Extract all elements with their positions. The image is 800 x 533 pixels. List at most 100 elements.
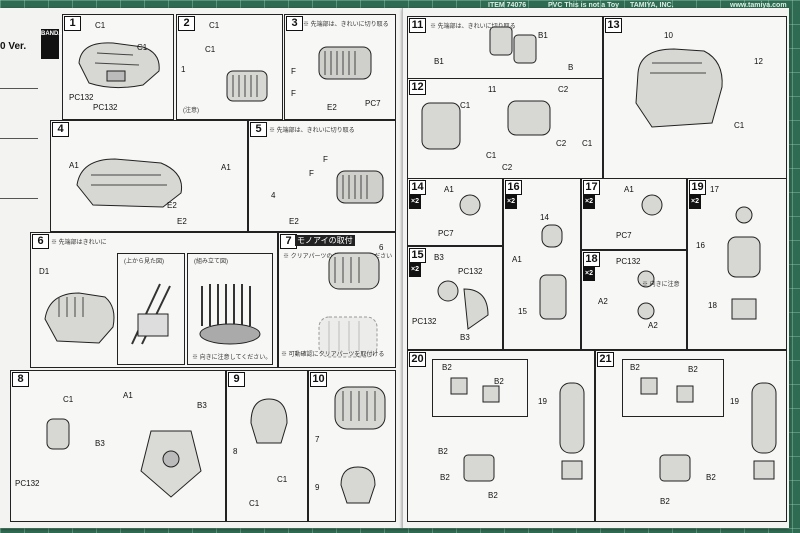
leg-part-illustration	[539, 224, 567, 320]
part-label: PC7	[365, 99, 381, 108]
part-label: E2	[167, 201, 177, 210]
divider-line	[0, 138, 38, 139]
detail-inset	[432, 359, 528, 417]
part-label: 7	[315, 435, 320, 444]
part-label: B2	[488, 491, 498, 500]
part-label: PC7	[438, 229, 454, 238]
step-title: モノアイの取付	[295, 235, 355, 246]
part-label: A1	[221, 163, 231, 172]
inset-caption: (上から見た図)	[124, 259, 164, 265]
part-label: 18	[708, 301, 717, 310]
head-clear-illustration	[318, 316, 378, 358]
torso-part-illustration	[489, 26, 537, 64]
part-label: 14	[540, 213, 549, 222]
step-13-panel: 13 10 12 C1	[603, 16, 787, 180]
hand-part-illustration	[450, 377, 500, 403]
part-label: C1	[582, 139, 593, 148]
instruction-sheet-right: 11 ※ 先端部は、きれいに切り取る B1 B1 B 12 C1 11 C2 C…	[402, 8, 789, 528]
detail-inset: (組み立て図)※ 向きに注意してください。	[187, 253, 273, 365]
part-label: C1	[734, 121, 745, 130]
step-number: 16	[505, 180, 522, 195]
vent-array-illustration	[199, 284, 261, 345]
part-label: B2	[438, 447, 448, 456]
part-label: B2	[630, 363, 640, 372]
step-1-panel: 1 C1 C1 PC132 PC132	[62, 14, 174, 120]
step-9-panel: 9 8 C1 C1	[226, 370, 308, 522]
leg-part-illustration	[727, 206, 761, 320]
part-label: 1	[181, 65, 186, 74]
part-label: C1	[137, 43, 148, 52]
step-20-panel: 20 B2 B2 19 B2 B2 B2	[407, 350, 595, 522]
part-label: B2	[440, 473, 450, 482]
part-label: C1	[63, 395, 74, 404]
step-number: 8	[12, 372, 29, 387]
part-label: 4	[271, 191, 276, 200]
mat-website: www.tamiya.com	[730, 2, 787, 9]
part-label: PC132	[412, 317, 437, 326]
part-label: 11	[488, 85, 497, 94]
joint-part-illustration	[340, 466, 376, 504]
part-label: B	[568, 63, 574, 72]
step-note: ※ 向きに注意	[642, 282, 680, 288]
step-18-panel: 18×2 PC132 ※ 向きに注意 A2 A2	[581, 250, 687, 350]
joint-part-illustration	[459, 194, 481, 216]
step-number: 18	[583, 252, 600, 267]
part-label: B3	[197, 401, 207, 410]
part-label: A1	[624, 185, 634, 194]
step-17-panel: 17×2 A1 PC7	[581, 178, 687, 250]
part-label: B2	[494, 377, 504, 386]
part-label: C2	[556, 139, 567, 148]
step-number: 2	[178, 16, 195, 31]
part-label: B2	[706, 473, 716, 482]
step-number: 9	[228, 372, 245, 387]
step-number: 20	[409, 352, 426, 367]
part-label: D1	[39, 267, 50, 276]
part-label: 16	[696, 241, 705, 250]
step-number: 4	[52, 122, 69, 137]
torso-part-illustration	[507, 100, 551, 136]
step-number: 12	[409, 80, 426, 95]
step-11-panel: 11 ※ 先端部は、きれいに切り取る B1 B1 B	[407, 16, 603, 80]
vent-part-illustration	[336, 170, 384, 204]
vent-part-illustration	[318, 46, 372, 80]
version-label: 0 Ver.	[0, 41, 27, 52]
step-note: ※ 先端部は、きれいに切り取る	[269, 128, 355, 134]
part-label: C1	[205, 45, 216, 54]
head-part-illustration	[78, 42, 160, 89]
step-number: 19	[689, 180, 706, 195]
head-part-illustration	[328, 252, 380, 290]
part-label: PC132	[93, 103, 118, 112]
part-label: B3	[434, 253, 444, 262]
rod-part-illustration	[131, 283, 171, 345]
part-label: A2	[648, 321, 658, 330]
quantity-badge: ×2	[409, 195, 421, 209]
step-note: ※ 先端部はきれいに	[51, 240, 107, 246]
step-7-panel: 7 モノアイの取付 ※ クリアパーツの上部を外してください 6 ※ 可動確認にク…	[278, 232, 396, 368]
step-note: ※ 可動確認にクリアパーツを取付ける	[281, 352, 385, 358]
hand-part-illustration	[463, 454, 495, 482]
part-label: C2	[558, 85, 569, 94]
part-label: F	[309, 169, 314, 178]
part-label: 9	[315, 483, 320, 492]
part-label: C1	[486, 151, 497, 160]
part-label: C1	[460, 101, 471, 110]
part-label: A1	[123, 391, 133, 400]
joint-part-illustration	[637, 270, 655, 320]
quantity-badge: ×2	[583, 267, 595, 281]
step-number: 10	[310, 372, 327, 387]
step-number: 7	[280, 234, 297, 249]
quantity-badge: ×2	[689, 195, 701, 209]
torso-part-illustration	[421, 102, 461, 150]
step-number: 13	[605, 18, 622, 33]
torso-assembly-illustration	[635, 48, 723, 128]
joint-part-illustration	[250, 398, 288, 444]
divider-line	[0, 198, 38, 199]
inset-caption: (組み立て図)	[194, 259, 228, 265]
step-number: 5	[250, 122, 267, 137]
step-number: 1	[64, 16, 81, 31]
mat-item-number: ITEM 74076	[488, 2, 527, 9]
head-assembly-illustration	[44, 292, 115, 344]
part-label: C1	[95, 21, 106, 30]
part-label: B1	[434, 57, 444, 66]
step-12-panel: 12 C1 11 C2 C1 C2 C2 C1	[407, 78, 603, 180]
